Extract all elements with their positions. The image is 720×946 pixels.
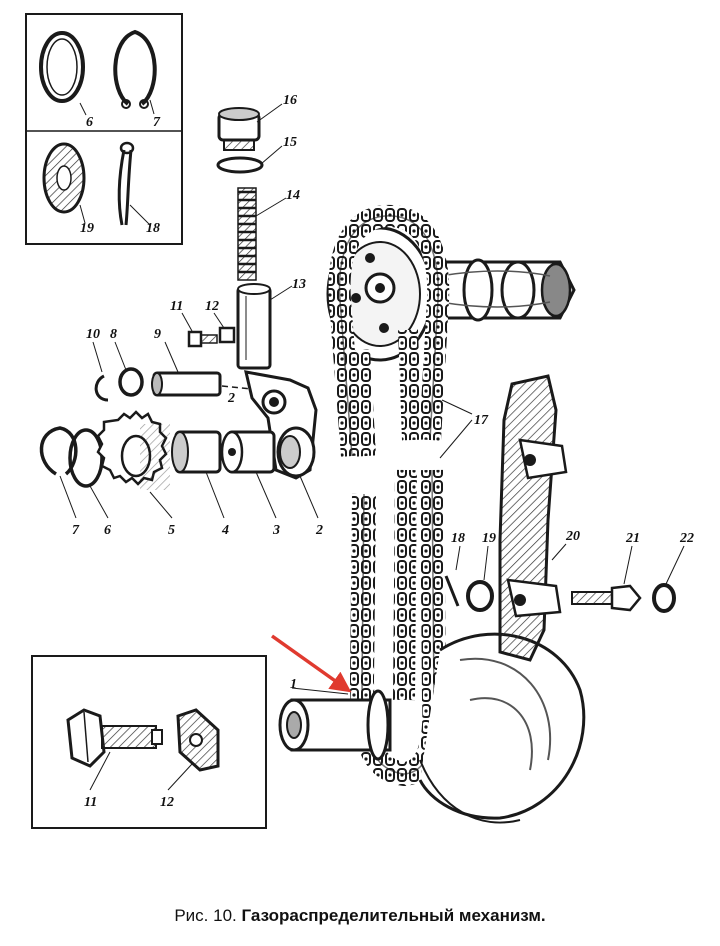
camshaft	[428, 258, 576, 322]
plug-16	[217, 107, 261, 151]
bushing-3	[220, 430, 276, 474]
callout-21: 21	[625, 531, 640, 546]
axle-group: 10 8 9 2	[86, 327, 263, 406]
callout-3: 3	[272, 523, 280, 538]
washer-22	[652, 583, 676, 613]
callout-9: 8	[110, 327, 117, 342]
snap-ring-6	[39, 31, 85, 103]
bushing-4	[171, 430, 222, 474]
gasket-15	[216, 156, 264, 174]
callout-10: 9	[154, 327, 161, 342]
callout-inset-7: 7	[153, 115, 161, 130]
callout-6: 6	[104, 523, 111, 538]
tensioner-lever-2	[244, 370, 318, 480]
spring-14	[237, 187, 257, 281]
callout-14: 14	[286, 188, 300, 203]
right-fasteners: 18 19 21 22	[444, 531, 694, 613]
bolt-and-nut-small: 11 12	[170, 299, 236, 348]
circlip-7-lower	[39, 426, 78, 476]
plunger-13	[236, 283, 272, 370]
callout-18: 18	[451, 531, 465, 546]
cotter-pin-18-right	[444, 575, 460, 607]
callout-2: 2	[315, 523, 323, 538]
inset-top-left: 6 7 19 18	[25, 13, 183, 245]
inset-bottom-left: 11 12	[31, 655, 267, 829]
callout-inset-6: 6	[86, 115, 93, 130]
nut-12-detail	[176, 708, 220, 772]
figure-caption: Рис. 10. Газораспределительный механизм.	[0, 906, 720, 926]
bolt-11-detail	[66, 708, 163, 768]
bolt-21	[571, 584, 642, 612]
caption-title: Газораспределительный механизм.	[241, 906, 546, 925]
washer-19	[42, 142, 86, 214]
callout-8: 10	[86, 327, 100, 342]
callout-22: 22	[679, 531, 694, 546]
callout-16: 16	[283, 93, 297, 108]
callout-inset-19: 19	[80, 221, 94, 236]
circlip-7	[113, 29, 157, 109]
sprocket-5	[96, 410, 170, 490]
ring-6-lower	[68, 428, 104, 488]
callout-inset-11: 11	[84, 795, 97, 810]
callout-12: 12	[205, 299, 219, 314]
callout-19: 19	[482, 531, 496, 546]
callout-5: 5	[168, 523, 175, 538]
callout-17: 17	[474, 413, 489, 428]
washer-19-right	[466, 580, 494, 612]
callout-13: 13	[292, 277, 306, 292]
sprocket-row: 7 6 5 4 3 2	[39, 410, 323, 538]
callout-inset-18: 18	[146, 221, 160, 236]
callout-lever-arrow: 2	[227, 391, 235, 406]
cotter-pin-18	[117, 141, 135, 226]
callout-1: 1	[290, 677, 297, 692]
callout-4: 4	[221, 523, 229, 538]
chain-damper-20: 20	[498, 374, 580, 662]
crankshaft: 1	[278, 632, 586, 824]
callout-11: 11	[170, 299, 183, 314]
caption-prefix: Рис. 10.	[174, 906, 237, 925]
callout-15: 15	[283, 135, 297, 150]
callout-inset-12: 12	[160, 795, 174, 810]
tensioner-stack: 16 15 14 13	[216, 93, 306, 370]
callout-7: 7	[72, 523, 80, 538]
callout-20: 20	[565, 529, 580, 544]
pointer-arrow	[270, 634, 352, 693]
